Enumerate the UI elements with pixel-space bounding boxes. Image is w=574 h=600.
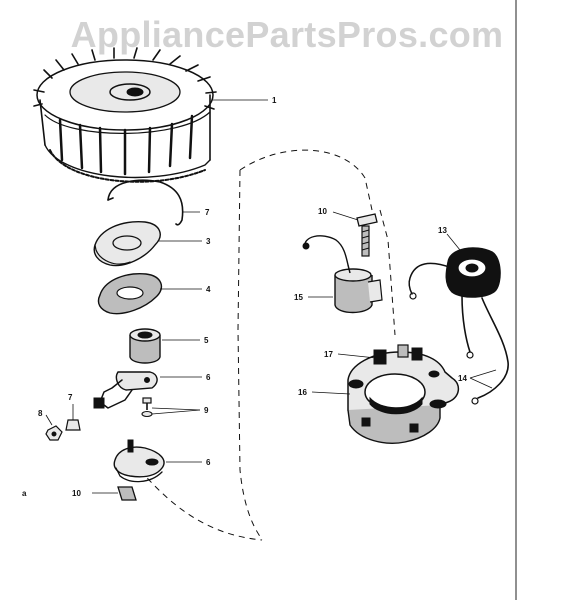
label-10b: 10 — [318, 207, 327, 216]
stray-mark: a — [22, 489, 27, 498]
part-5-bushing — [129, 328, 200, 364]
part-4-gasket — [97, 273, 202, 315]
label-3: 3 — [206, 237, 211, 246]
dashed-assembly-outline — [139, 149, 396, 541]
part-13-coil — [408, 233, 509, 405]
part-15-condenser — [302, 235, 383, 314]
label-10a: 10 — [72, 489, 81, 498]
label-7a: 7 — [205, 208, 210, 217]
part-9-screws — [141, 397, 201, 418]
label-5: 5 — [204, 336, 209, 345]
leader-14b — [469, 377, 493, 389]
label-4: 4 — [206, 285, 211, 294]
label-6a: 6 — [206, 373, 211, 382]
part-6-breaker-arm — [93, 371, 202, 409]
label-13: 13 — [438, 226, 447, 235]
part-7-wire-clip — [107, 179, 200, 226]
leader-14a — [469, 369, 497, 379]
part-7-screw — [65, 404, 81, 431]
label-15: 15 — [294, 293, 303, 302]
label-1: 1 — [272, 96, 277, 105]
part-10-clip — [92, 486, 137, 501]
label-16: 16 — [298, 388, 307, 397]
part-10-screw — [332, 211, 378, 257]
label-6b: 6 — [206, 458, 211, 467]
part-flywheel — [33, 47, 268, 183]
label-17: 17 — [324, 350, 333, 359]
label-7b: 7 — [68, 393, 73, 402]
label-14: 14 — [458, 374, 467, 383]
part-8-nut — [45, 414, 63, 441]
label-8: 8 — [38, 409, 43, 418]
part-3-plate — [93, 221, 202, 267]
part-16-stator-plate — [311, 344, 460, 444]
part-6-bracket — [113, 439, 202, 483]
label-9: 9 — [204, 406, 209, 415]
